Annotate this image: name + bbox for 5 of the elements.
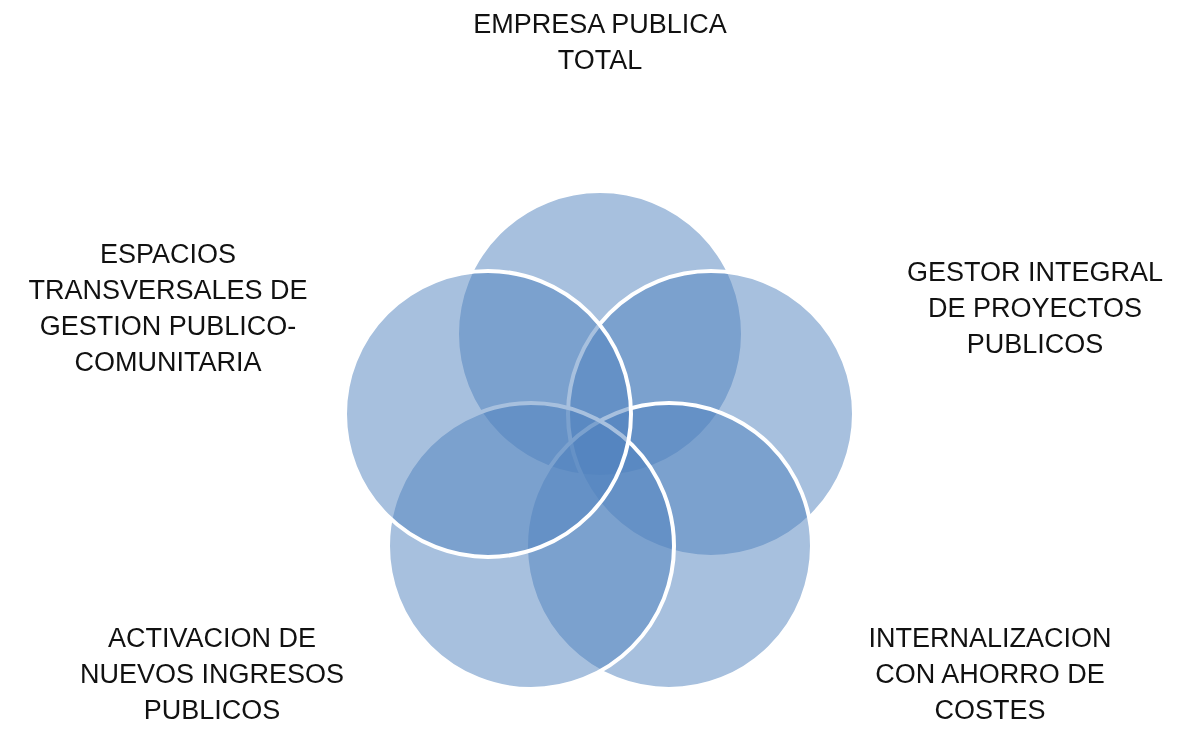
circle-label: ESPACIOS TRANSVERSALES DE GESTION PUBLICO-COMUNITARIA	[27, 238, 309, 379]
circle-label: INTERNALIZACION CON AHORRO DE COSTES	[867, 622, 1113, 727]
circle-label: ACTIVACION DE NUEVOS INGRESOS PUBLICOS	[78, 622, 346, 727]
diagram-label: EMPRESA PUBLICA TOTAL	[472, 8, 728, 77]
circle-label: GESTOR INTEGRAL DE PROYECTOS PUBLICOS	[905, 256, 1165, 361]
